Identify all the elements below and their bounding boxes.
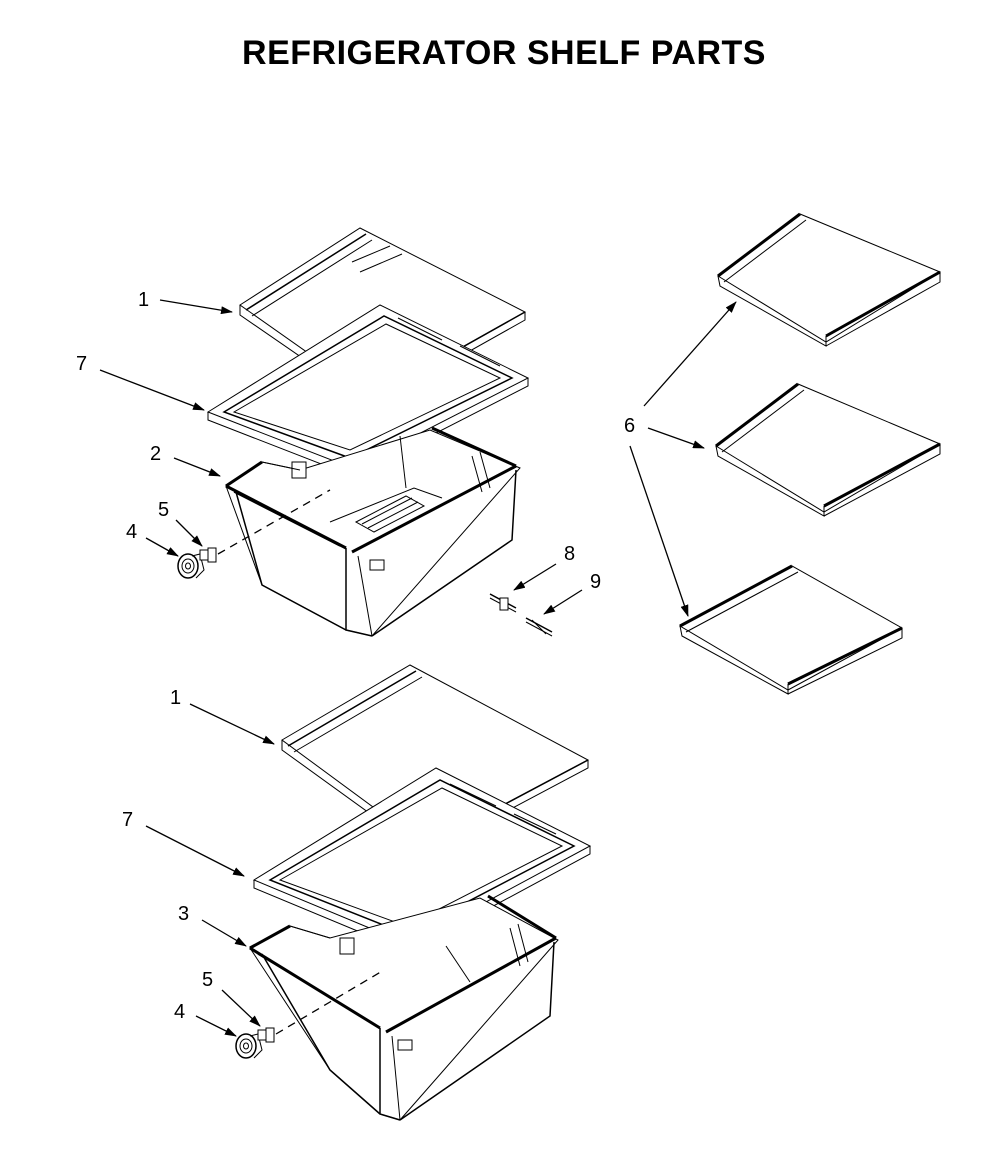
upper-axle-pin [199, 547, 217, 563]
lower-wheel [235, 1033, 263, 1059]
callout-7-upper-cover: 7 [76, 353, 87, 375]
callout-3-lower-drawer: 3 [178, 903, 189, 925]
page-title: REFRIGERATOR SHELF PARTS [242, 34, 766, 72]
callout-8-bracket: 8 [564, 543, 575, 565]
upper-wheel [177, 553, 205, 579]
part-8-bracket [489, 593, 517, 613]
upper-crisper-drawer [225, 426, 521, 637]
callout-5-upper-axle: 5 [158, 499, 169, 521]
part-9-pin [525, 617, 553, 637]
lower-axle-pin [257, 1027, 275, 1043]
leader-lines [99, 299, 737, 1037]
callout-4-upper-wheel: 4 [126, 521, 137, 543]
lower-crisper-drawer [249, 894, 559, 1121]
right-shelf-middle [715, 382, 942, 517]
callout-6-shelves: 6 [624, 415, 635, 437]
callout-7-lower-cover: 7 [122, 809, 133, 831]
upper-axle-dashed-line [217, 489, 331, 555]
right-shelf-top [717, 212, 942, 347]
callout-1-upper-glass-shelf: 1 [138, 289, 149, 311]
right-shelf-bottom [678, 564, 904, 695]
callout-2-upper-drawer: 2 [150, 443, 161, 465]
callout-1-lower-glass-shelf: 1 [170, 687, 181, 709]
callout-9-pin: 9 [590, 571, 601, 593]
callout-5-lower-axle: 5 [202, 969, 213, 991]
callout-4-lower-wheel: 4 [174, 1001, 185, 1023]
lower-axle-dashed-line [275, 969, 385, 1035]
